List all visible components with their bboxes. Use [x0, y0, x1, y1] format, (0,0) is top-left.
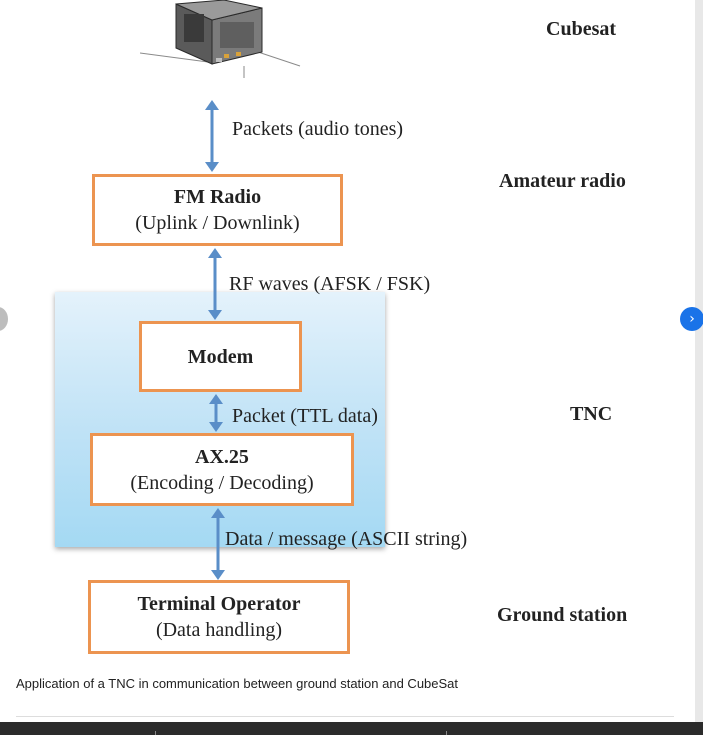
scrollbar[interactable] — [695, 0, 703, 722]
toolbar-separator — [446, 731, 447, 735]
modem-box: Modem — [139, 321, 302, 392]
link-label-packet-ttl: Packet (TTL data) — [232, 405, 378, 427]
cubesat-icon — [140, 0, 301, 78]
side-label-tnc: TNC — [570, 403, 613, 425]
next-image-button[interactable]: › — [680, 307, 703, 331]
fm-radio-box: FM Radio (Uplink / Downlink) — [92, 174, 343, 246]
fm-radio-title: FM Radio — [173, 186, 262, 208]
link-label-packets: Packets (audio tones) — [232, 118, 404, 140]
link-label-data-message: Data / message (ASCII string) — [225, 528, 468, 550]
ax25-box: AX.25 (Encoding / Decoding) — [90, 433, 354, 506]
arrow-fm-modem — [208, 248, 222, 320]
arrow-modem-ax25 — [209, 394, 223, 432]
ax25-title: AX.25 — [195, 445, 249, 468]
ax25-subtitle: (Encoding / Decoding) — [130, 471, 314, 494]
toolbar-separator — [155, 731, 156, 735]
side-label-amateur-radio: Amateur radio — [499, 170, 626, 192]
figure-caption: Application of a TNC in communication be… — [16, 676, 459, 691]
terminal-subtitle: (Data handling) — [155, 619, 283, 641]
side-label-cubesat: Cubesat — [546, 18, 617, 40]
bottom-toolbar — [0, 722, 703, 735]
link-label-rf-waves: RF waves (AFSK / FSK) — [229, 273, 431, 295]
arrow-cubesat-fm — [205, 100, 219, 172]
arrow-ax25-terminal — [211, 508, 225, 580]
previous-image-button[interactable] — [0, 307, 8, 331]
chevron-right-icon: › — [689, 311, 695, 327]
divider — [16, 716, 674, 717]
side-label-ground-station: Ground station — [497, 604, 628, 626]
modem-title: Modem — [187, 345, 254, 368]
fm-radio-subtitle: (Uplink / Downlink) — [135, 212, 300, 234]
terminal-operator-box: Terminal Operator (Data handling) — [88, 580, 350, 654]
terminal-title: Terminal Operator — [137, 593, 301, 615]
